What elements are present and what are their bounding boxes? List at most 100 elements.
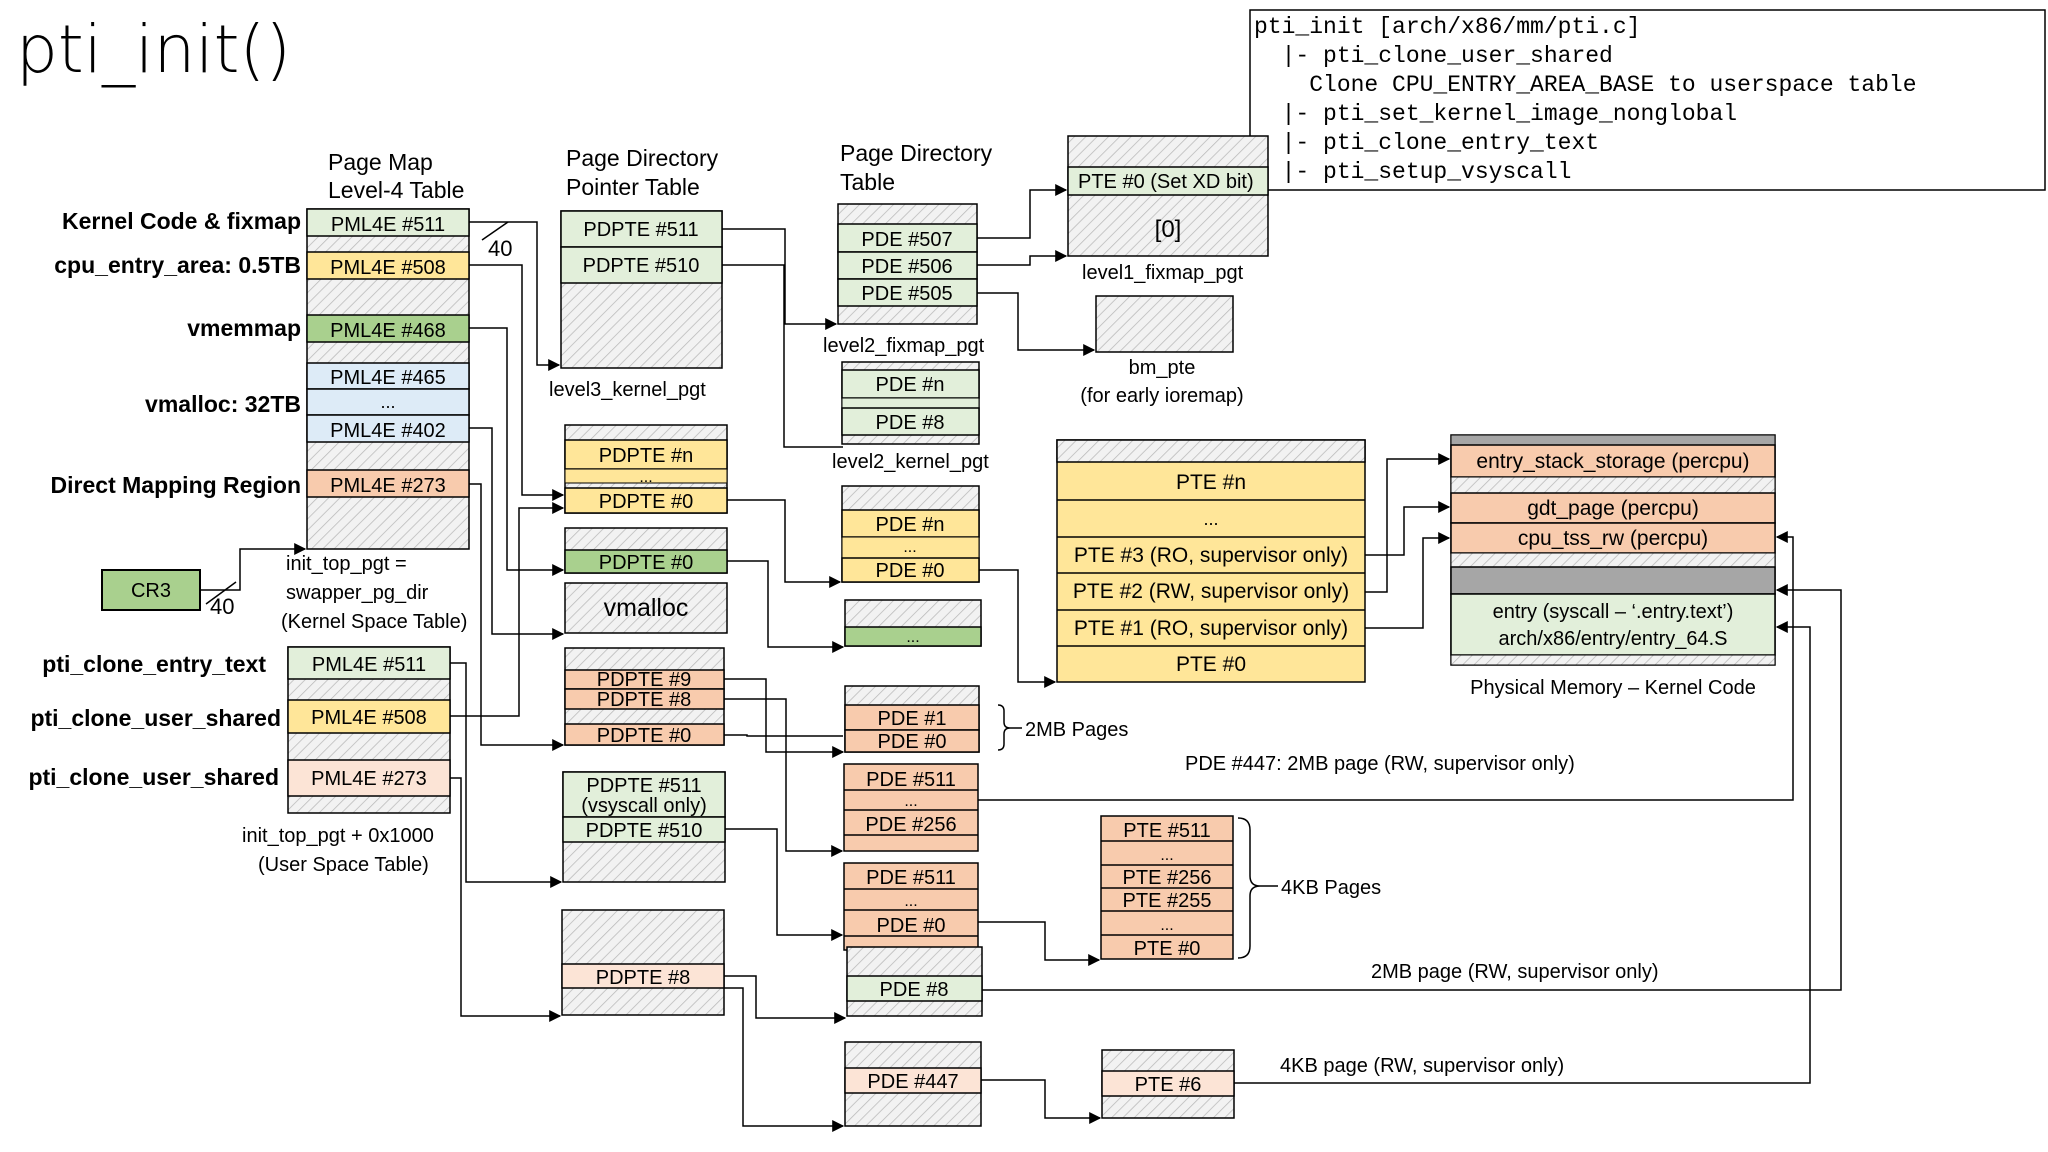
mb2-pages-label: 2MB Pages xyxy=(1025,719,1128,741)
brace-4kb xyxy=(1237,817,1261,959)
pte-entry: PTE #6 xyxy=(1135,1074,1202,1096)
ellipsis: ... xyxy=(903,539,916,556)
region-label: cpu_entry_area: 0.5TB xyxy=(54,252,301,278)
pml4e-entry: PML4E #468 xyxy=(330,320,446,342)
region-label: pti_clone_user_shared xyxy=(28,764,279,790)
ellipsis: ... xyxy=(1203,509,1218,529)
physical-memory: entry_stack_storage (percpu) gdt_page (p… xyxy=(1450,434,1776,666)
pdpte-entry: PDPTE #511 xyxy=(586,775,701,797)
region-label: Direct Mapping Region xyxy=(51,472,301,498)
pd-header: Table xyxy=(840,169,895,195)
pdpte-entry: PDPTE #510 xyxy=(586,820,703,842)
region-label: Kernel Code & fixmap xyxy=(62,208,301,234)
phys-mem-caption: Physical Memory – Kernel Code xyxy=(1470,677,1756,699)
user-table-caption: init_top_pgt + 0x1000 xyxy=(242,825,434,847)
pdpte-entry: PDPTE #511 xyxy=(583,219,698,241)
pd-vmemmap: ... xyxy=(844,599,982,647)
phys-page: entry_stack_storage (percpu) xyxy=(1476,450,1749,473)
pdpte-entry: PDPTE #n xyxy=(599,445,693,467)
pd-511-0: PDE #511 ... PDE #0 xyxy=(843,862,979,951)
pde-entry: PDE #447 xyxy=(867,1071,958,1093)
region-label: pti_clone_entry_text xyxy=(42,651,266,677)
pte-entry: PTE #0 xyxy=(1134,938,1201,960)
pdpt-direct-map: PDPTE #9 PDPTE #8 PDPTE #0 xyxy=(564,647,725,747)
vmalloc-label: vmalloc xyxy=(604,594,689,622)
pte-entry: PTE #3 (RO, supervisor only) xyxy=(1074,544,1348,567)
pte-entry: PTE #2 (RW, supervisor only) xyxy=(1073,580,1349,603)
level2-fixmap-caption: level2_fixmap_pgt xyxy=(823,335,985,357)
pde-entry: PDE #0 xyxy=(877,915,946,937)
pde-entry: PDE #507 xyxy=(861,229,952,251)
phys-page: gdt_page (percpu) xyxy=(1527,497,1699,520)
pde-entry: PDE #0 xyxy=(876,560,945,582)
pde-entry: PDE #8 xyxy=(880,979,949,1001)
pde-entry: PDE #1 xyxy=(878,708,947,730)
pdpt-header: Pointer Table xyxy=(566,174,700,200)
pml4e-entry: PML4E #273 xyxy=(330,475,446,497)
pdpte-entry: PDPTE #9 xyxy=(597,669,691,691)
pt-4kb: PTE #511 ... PTE #256 PTE #255 ... PTE #… xyxy=(1100,815,1234,960)
pte-entry: PTE #0 xyxy=(1176,653,1246,676)
vmalloc-box xyxy=(564,582,728,634)
level2-kernel-caption: level2_kernel_pgt xyxy=(832,451,989,473)
width-40-label: 40 xyxy=(210,594,234,619)
pml4e-entry: PML4E #465 xyxy=(330,367,446,389)
connectors xyxy=(450,184,1842,1132)
pdpte-entry: PDPTE #510 xyxy=(583,255,700,277)
ellipsis: ... xyxy=(1160,917,1173,934)
pte-entry: PTE #0 (Set XD bit) xyxy=(1078,171,1254,193)
code-line: |- pti_setup_vsyscall xyxy=(1254,159,1571,185)
pde-entry: PDE #n xyxy=(876,374,945,396)
kb4-pages-label: 4KB Pages xyxy=(1281,877,1381,899)
pdpt-header: Page Directory xyxy=(566,145,719,171)
region-label: pti_clone_user_shared xyxy=(30,705,281,731)
cr3-register xyxy=(101,569,201,611)
pde-entry: PDE #506 xyxy=(861,256,952,278)
pdpte-entry: PDPTE #0 xyxy=(597,725,691,747)
pd-header: Page Directory xyxy=(840,140,993,166)
pml4e-entry: PML4E #402 xyxy=(330,420,446,442)
pte-entry: PTE #511 xyxy=(1123,820,1210,842)
code-box: pti_init [arch/x86/mm/pti.c] |- pti_clon… xyxy=(1249,9,2046,191)
pde-entry: PDE #0 xyxy=(878,731,947,753)
code-line: |- pti_clone_user_shared xyxy=(1254,43,1613,69)
width-40-label: 40 xyxy=(488,236,512,261)
pd-cpu-entry: PDE #n ... PDE #0 xyxy=(841,485,980,583)
pml4e-entry: PML4E #511 xyxy=(312,654,426,676)
level1-fixmap-caption: level1_fixmap_pgt xyxy=(1082,262,1244,284)
slide-title: pti_init() xyxy=(16,11,291,88)
pd-447-user: PDE #447 xyxy=(844,1041,982,1127)
pml4e-entry: PML4E #508 xyxy=(330,257,446,279)
pd-direct-map: PDE #1 PDE #0 xyxy=(844,685,980,753)
pdpt-user-vsyscall: PDPTE #511 (vsyscall only) PDPTE #510 xyxy=(562,771,726,883)
pdpte-entry: PDPTE #0 xyxy=(599,552,693,574)
pd-8-user: PDE #8 xyxy=(846,946,983,1017)
init-top-caption: init_top_pgt = xyxy=(286,553,407,575)
ellipsis: ... xyxy=(1160,847,1173,864)
pde-entry: PDE #511 xyxy=(866,867,956,889)
pde447-note: PDE #447: 2MB page (RW, supervisor only) xyxy=(1185,753,1575,775)
pdpte-entry: (vsyscall only) xyxy=(581,795,707,817)
pml4e-entry: PML4E #273 xyxy=(311,768,427,790)
pde-entry: PDE #n xyxy=(876,514,945,536)
level3-kernel-pgt: PDPTE #511 PDPTE #510 xyxy=(560,210,723,369)
bm-pte-caption: bm_pte xyxy=(1129,357,1196,379)
level2-fixmap-pgt: PDE #507 PDE #506 PDE #505 xyxy=(837,203,978,325)
pde-entry: PDE #8 xyxy=(876,412,945,434)
level1-fixmap-pgt: PTE #0 (Set XD bit) [0] xyxy=(1067,135,1269,257)
region-label: vmemmap xyxy=(187,315,301,341)
cr3-arrow xyxy=(200,543,307,591)
init-top-caption: (Kernel Space Table) xyxy=(281,611,467,633)
pml4-header: Level-4 Table xyxy=(328,177,464,203)
ellipsis: ... xyxy=(906,629,919,646)
pte-entry: PTE #n xyxy=(1176,471,1246,494)
pdpt-vmemmap: PDPTE #0 xyxy=(564,527,728,574)
pde-entry: PDE #505 xyxy=(861,283,952,305)
pdpte-entry: PDPTE #0 xyxy=(599,491,693,513)
pml4-header: Page Map xyxy=(328,149,433,175)
code-line: pti_init [arch/x86/mm/pti.c] xyxy=(1254,14,1640,40)
phys-page: cpu_tss_rw (percpu) xyxy=(1518,527,1708,550)
pde-entry: PDE #256 xyxy=(865,814,956,836)
pd-511-256: PDE #511 ... PDE #256 xyxy=(843,763,979,852)
